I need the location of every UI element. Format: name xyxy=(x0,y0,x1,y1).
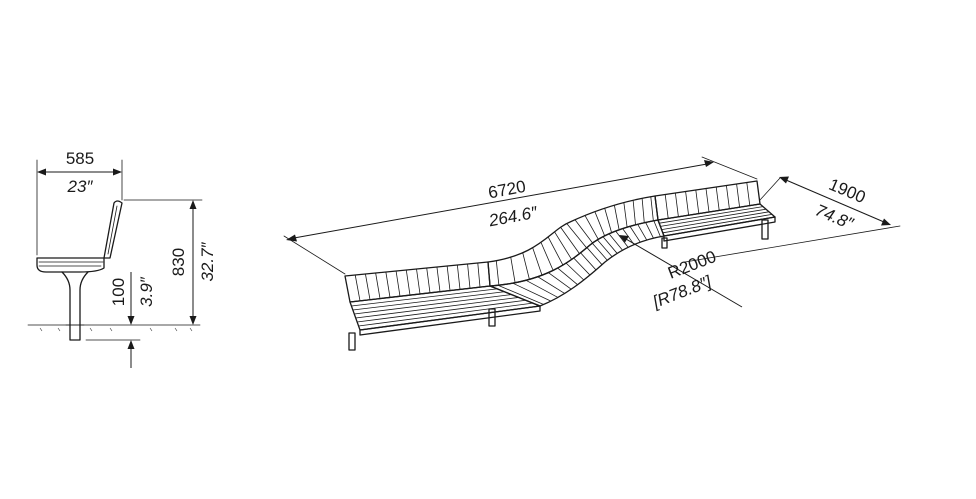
depth-in-label: 74.8″ xyxy=(812,201,856,234)
curved-seat-slats xyxy=(497,220,661,305)
isometric-dimensions: 6720 264.6″ 1900 74.8″ R2000 [R78.8″] xyxy=(283,156,901,312)
seat-profile xyxy=(36,257,105,273)
curved-backrest-slats xyxy=(495,196,654,286)
length-extension-left xyxy=(283,235,346,275)
length-extension-right xyxy=(701,156,758,180)
depth-extension-bottom xyxy=(684,225,901,263)
radius-leader-line xyxy=(625,238,743,308)
length-mm-label: 6720 xyxy=(487,177,528,203)
width-mm-label: 585 xyxy=(66,149,94,168)
leg-front-left xyxy=(348,332,356,351)
height-in-label: 32.7″ xyxy=(198,241,217,281)
length-in-label: 264.6″ xyxy=(486,203,539,231)
footing-in-label: 3.9″ xyxy=(137,276,156,307)
left-backrest-slats xyxy=(354,262,481,302)
height-mm-label: 830 xyxy=(169,248,188,276)
width-in-label: 23″ xyxy=(67,177,94,196)
left-seat-slats xyxy=(351,288,534,327)
backrest-profile xyxy=(103,200,123,259)
depth-dimension-line xyxy=(785,179,885,223)
leg-front-middle xyxy=(488,308,496,327)
leg-profile xyxy=(61,271,89,341)
length-dimension-line xyxy=(293,163,708,239)
right-backrest-slats xyxy=(664,182,751,219)
depth-extension-top xyxy=(759,177,781,201)
leg-curve-right xyxy=(661,237,668,249)
side-view-profile: 585 23″ 830 32.7″ 100 3.9″ xyxy=(27,149,217,368)
leg-rear-right xyxy=(761,219,769,240)
right-seat-slats xyxy=(658,206,773,234)
isometric-bench xyxy=(344,180,776,351)
footing-mm-label: 100 xyxy=(109,278,128,306)
depth-mm-label: 1900 xyxy=(826,175,868,207)
ground-hatch xyxy=(39,327,193,332)
